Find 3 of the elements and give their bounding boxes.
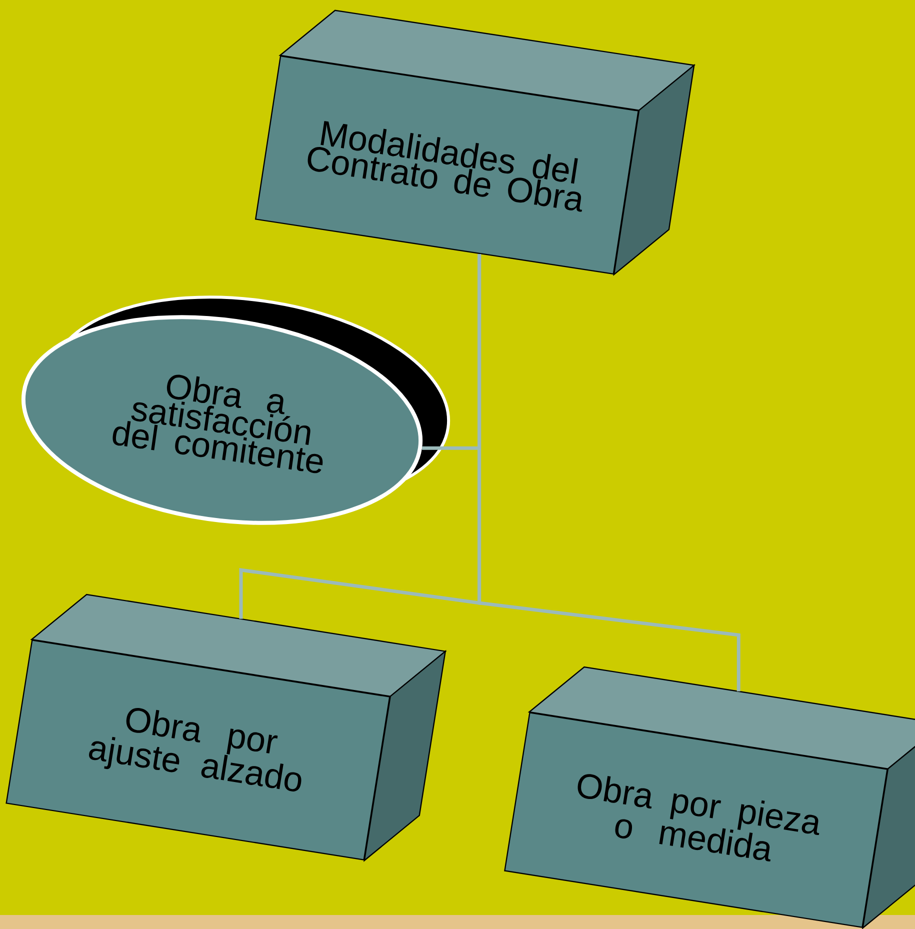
connector-line (478, 254, 740, 692)
block-box: Obra por pieza o medida (504, 666, 915, 929)
oval-node: Obra a satisfacción del comitente (22, 296, 450, 525)
